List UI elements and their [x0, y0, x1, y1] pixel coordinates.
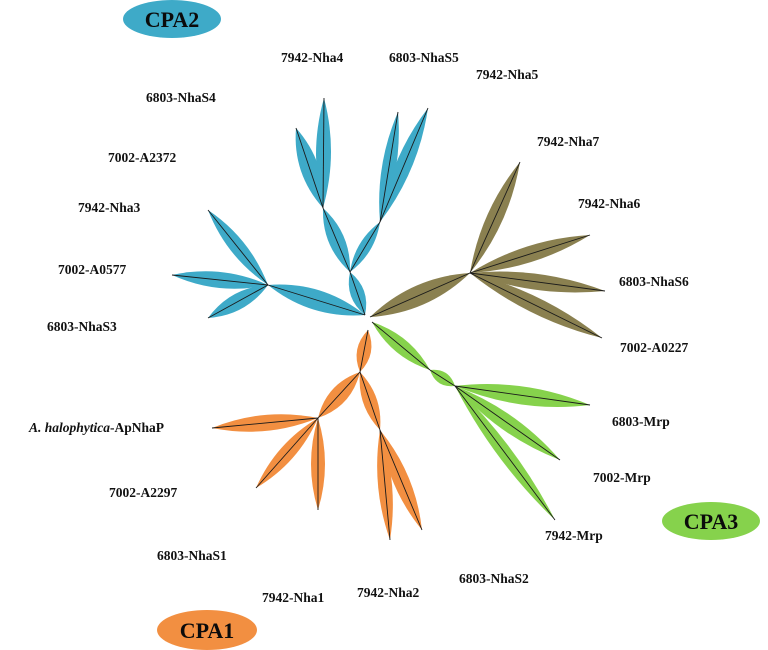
leaf-label-6803-nhas1: 6803-NhaS1 [157, 548, 227, 563]
cpa1-branch-line-4 [255, 417, 319, 489]
cpa2-branch-line-1 [349, 271, 366, 316]
leaf-label-7002-a2297: 7002-A2297 [109, 485, 177, 500]
cpa1-branches [212, 330, 422, 540]
leaf-label-7942-nha5: 7942-Nha5 [476, 67, 539, 82]
cpa3-oval [662, 502, 760, 540]
cpa2-branch-line-10 [171, 274, 269, 286]
leaf-label-6803-nhas3: 6803-NhaS3 [47, 319, 117, 334]
cpa1-branch-line-1 [359, 329, 369, 373]
leaf-label-6803-nhas2: 6803-NhaS2 [459, 571, 529, 586]
cpa2-branch-line-4 [322, 97, 325, 209]
leaf-label-7942-mrp: 7942-Mrp [545, 528, 603, 543]
cpa2-branch-line-5 [349, 221, 381, 273]
cpa1-oval [157, 610, 257, 650]
cpa2-branch-line-9 [207, 209, 269, 286]
cpa1-branch-line-2 [317, 371, 361, 419]
unlabeled-clade-branches [370, 162, 605, 338]
leaf-label-7002-a0577: 7002-A0577 [58, 262, 126, 277]
leaf-label-7942-nha1: 7942-Nha1 [262, 590, 325, 605]
cpa1-branch-line-6 [359, 371, 381, 431]
cpa3-branch-line-1 [371, 321, 431, 371]
leaf-label-apnhap-species: A. halophytica [28, 420, 110, 435]
leaf-label-7002-a0227: 7002-A0227 [620, 340, 688, 355]
leaf-label-apnhap-suffix: -ApNhaP [110, 420, 164, 435]
cpa3-branch-line-3 [454, 385, 556, 521]
cpa3-branch-line-5 [454, 385, 591, 406]
cpa3-branch-line-4 [454, 385, 561, 461]
unl-branch-line-5 [469, 272, 603, 339]
cpa1-branch-line-3 [211, 417, 319, 429]
leaf-label-apnhap: A. halophytica-ApNhaP [28, 420, 164, 435]
tree-branch-lines [171, 97, 606, 541]
unl-branch-line-1 [369, 272, 471, 318]
cpa2-branch-line-6 [379, 111, 399, 223]
cpa3-branch-line-2 [429, 369, 456, 387]
leaf-label-7942-nha7: 7942-Nha7 [537, 134, 600, 149]
cpa2-branch-line-8 [267, 284, 366, 316]
cpa2-label: CPA2 [145, 7, 200, 32]
cpa1-branch-line-8 [379, 429, 423, 531]
cpa1-label: CPA1 [180, 618, 235, 643]
leaf-label-7942-nha6: 7942-Nha6 [578, 196, 641, 211]
leaf-label-7942-nha4: 7942-Nha4 [281, 50, 344, 65]
leaf-label-7002-mrp: 7002-Mrp [593, 470, 651, 485]
cpa2-branch-line-7 [379, 107, 429, 223]
cpa2-branch-line-2 [322, 207, 351, 273]
cpa2-branch-line-3 [295, 127, 324, 209]
leaf-label-6803-nhas5: 6803-NhaS5 [389, 50, 459, 65]
unl-branch-line-3 [469, 234, 591, 274]
cpa3-label: CPA3 [684, 509, 739, 534]
cpa2-oval [123, 0, 221, 38]
leaf-label-6803-nhas6: 6803-NhaS6 [619, 274, 689, 289]
leaf-label-7942-nha3: 7942-Nha3 [78, 200, 141, 215]
leaf-label-6803-nhas4: 6803-NhaS4 [146, 90, 216, 105]
leaf-label-6803-mrp: 6803-Mrp [612, 414, 670, 429]
leaf-label-7942-nha2: 7942-Nha2 [357, 585, 420, 600]
unl-branch-line-4 [469, 272, 606, 292]
leaf-label-7002-a2372: 7002-A2372 [108, 150, 176, 165]
cpa2-branch-line-11 [207, 284, 269, 319]
cpa1-branch-line-7 [379, 429, 391, 541]
cpa2-branches [172, 98, 428, 318]
unl-branch-line-2 [469, 161, 521, 274]
